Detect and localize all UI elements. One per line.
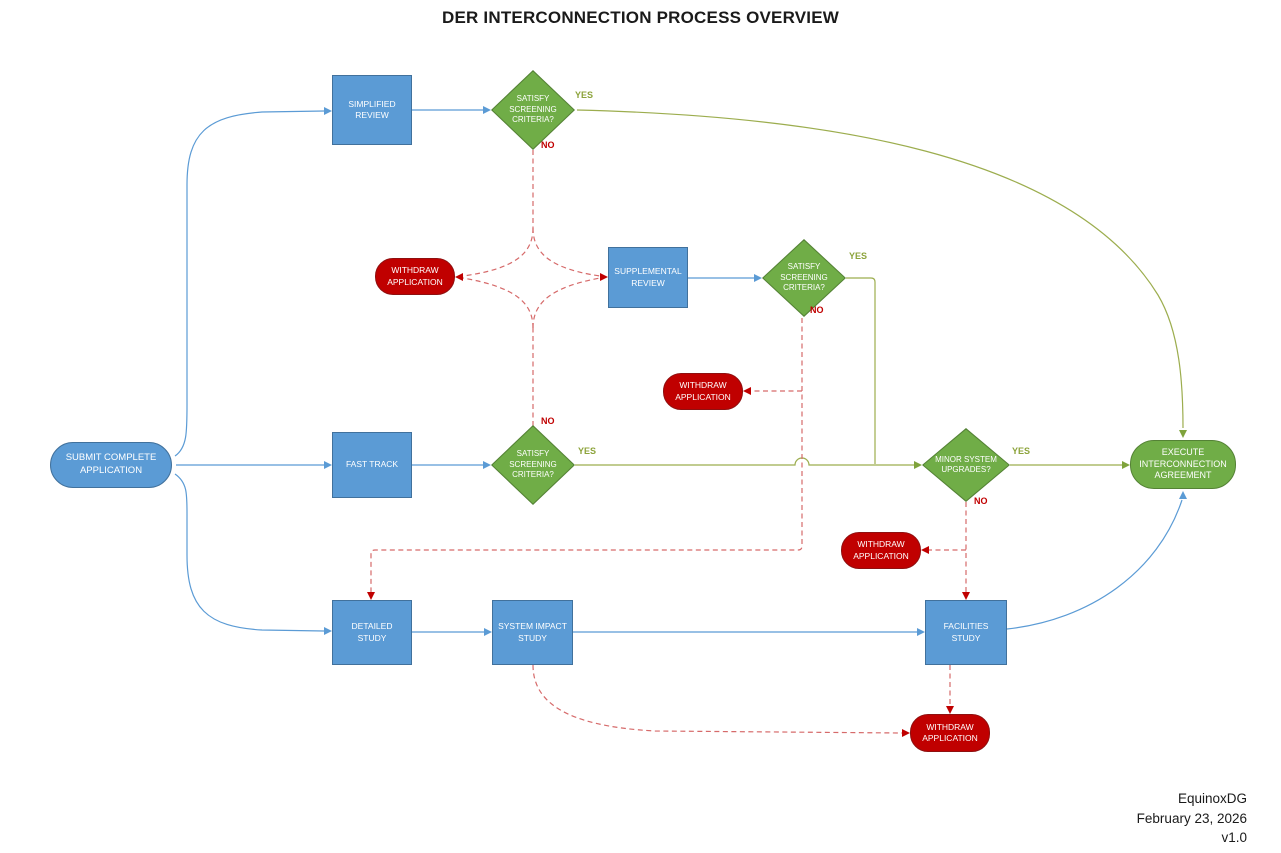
edge-screening1-yes-to-execute bbox=[576, 109, 1184, 429]
node-supplemental-review: SUPPLEMENTAL REVIEW bbox=[608, 247, 688, 308]
label-no-screening2: NO bbox=[810, 305, 824, 315]
arrow-into-facilities bbox=[917, 628, 925, 636]
label-no-minor: NO bbox=[974, 496, 988, 506]
arrow-into-execute-left bbox=[1122, 461, 1130, 469]
label-yes-screening3: YES bbox=[578, 446, 597, 456]
edge-screening3-no-to-supplemental bbox=[532, 277, 601, 329]
edge-screening2-yes-join bbox=[846, 277, 876, 464]
arrow-into-screening3 bbox=[483, 461, 491, 469]
edge-screening3-yes-to-minor bbox=[575, 457, 914, 466]
edge-screening3-no-to-withdraw bbox=[462, 277, 534, 329]
edge-screening2-no-to-detailed bbox=[370, 318, 803, 592]
arrow-into-screening1 bbox=[483, 106, 491, 114]
node-facilities-study: FACILITIES STUDY bbox=[925, 600, 1007, 665]
node-simplified-review: SIMPLIFIED REVIEW bbox=[332, 75, 412, 145]
arrow-into-supplemental bbox=[600, 273, 608, 281]
node-screening-decision-2: SATISFY SCREENING CRITERIA? bbox=[762, 239, 846, 317]
label-yes-screening2: YES bbox=[849, 251, 868, 261]
label-yes-minor: YES bbox=[1012, 446, 1031, 456]
arrow-into-minor bbox=[914, 461, 922, 469]
arrow-into-detailed-top bbox=[367, 592, 375, 600]
node-minor-upgrades-decision: MINOR SYSTEM UPGRADES? bbox=[922, 428, 1010, 502]
arrow-into-simplified bbox=[324, 107, 332, 115]
arrow-into-withdraw-mid bbox=[455, 273, 463, 281]
document-footer: EquinoxDG February 23, 2026 v1.0 bbox=[1137, 789, 1247, 848]
node-screening-decision-3: SATISFY SCREENING CRITERIA? bbox=[491, 425, 575, 505]
arrow-into-withdraw-final-left bbox=[902, 729, 910, 737]
label-no-screening3: NO bbox=[541, 416, 555, 426]
node-submit-application: SUBMIT COMPLETE APPLICATION bbox=[50, 442, 172, 488]
label-yes-screening1: YES bbox=[575, 90, 594, 100]
footer-company: EquinoxDG bbox=[1177, 791, 1247, 806]
node-withdraw-application-final: WITHDRAW APPLICATION bbox=[910, 714, 990, 752]
edge-submit-to-detailed bbox=[174, 473, 325, 632]
edge-screening1-no-to-supplemental bbox=[532, 227, 601, 277]
arrow-into-fasttrack bbox=[324, 461, 332, 469]
label-no-screening1: NO bbox=[541, 140, 555, 150]
edge-systemimpact-to-withdraw-final bbox=[532, 664, 903, 734]
arrow-into-screening2 bbox=[754, 274, 762, 282]
node-withdraw-application-3: WITHDRAW APPLICATION bbox=[841, 532, 921, 569]
node-withdraw-application-2: WITHDRAW APPLICATION bbox=[663, 373, 743, 410]
arrow-into-execute-top bbox=[1179, 430, 1187, 438]
footer-date: February 23, 2026 bbox=[1136, 810, 1247, 826]
node-detailed-study: DETAILED STUDY bbox=[332, 600, 412, 665]
page-title: DER INTERCONNECTION PROCESS OVERVIEW bbox=[442, 8, 839, 27]
arrow-into-execute-bottom bbox=[1179, 491, 1187, 499]
arrow-into-withdraw-minor bbox=[921, 546, 929, 554]
node-execute-agreement: EXECUTE INTERCONNECTION AGREEMENT bbox=[1130, 440, 1236, 489]
edge-submit-to-simplified bbox=[174, 110, 325, 457]
node-system-impact-study: SYSTEM IMPACT STUDY bbox=[492, 600, 573, 665]
arrow-into-detailed bbox=[324, 627, 332, 635]
arrow-into-facilities-top bbox=[962, 592, 970, 600]
node-screening-decision-1: SATISFY SCREENING CRITERIA? bbox=[491, 70, 575, 150]
edge-screening1-no-to-withdraw bbox=[462, 227, 534, 277]
arrow-into-withdraw-final-top bbox=[946, 706, 954, 714]
edge-facilities-to-execute bbox=[1006, 499, 1183, 630]
node-withdraw-application-1: WITHDRAW APPLICATION bbox=[375, 258, 455, 295]
footer-version: v1.0 bbox=[1221, 830, 1247, 846]
node-fast-track: FAST TRACK bbox=[332, 432, 412, 498]
arrow-into-withdraw-supp bbox=[743, 387, 751, 395]
arrow-into-systemimpact bbox=[484, 628, 492, 636]
